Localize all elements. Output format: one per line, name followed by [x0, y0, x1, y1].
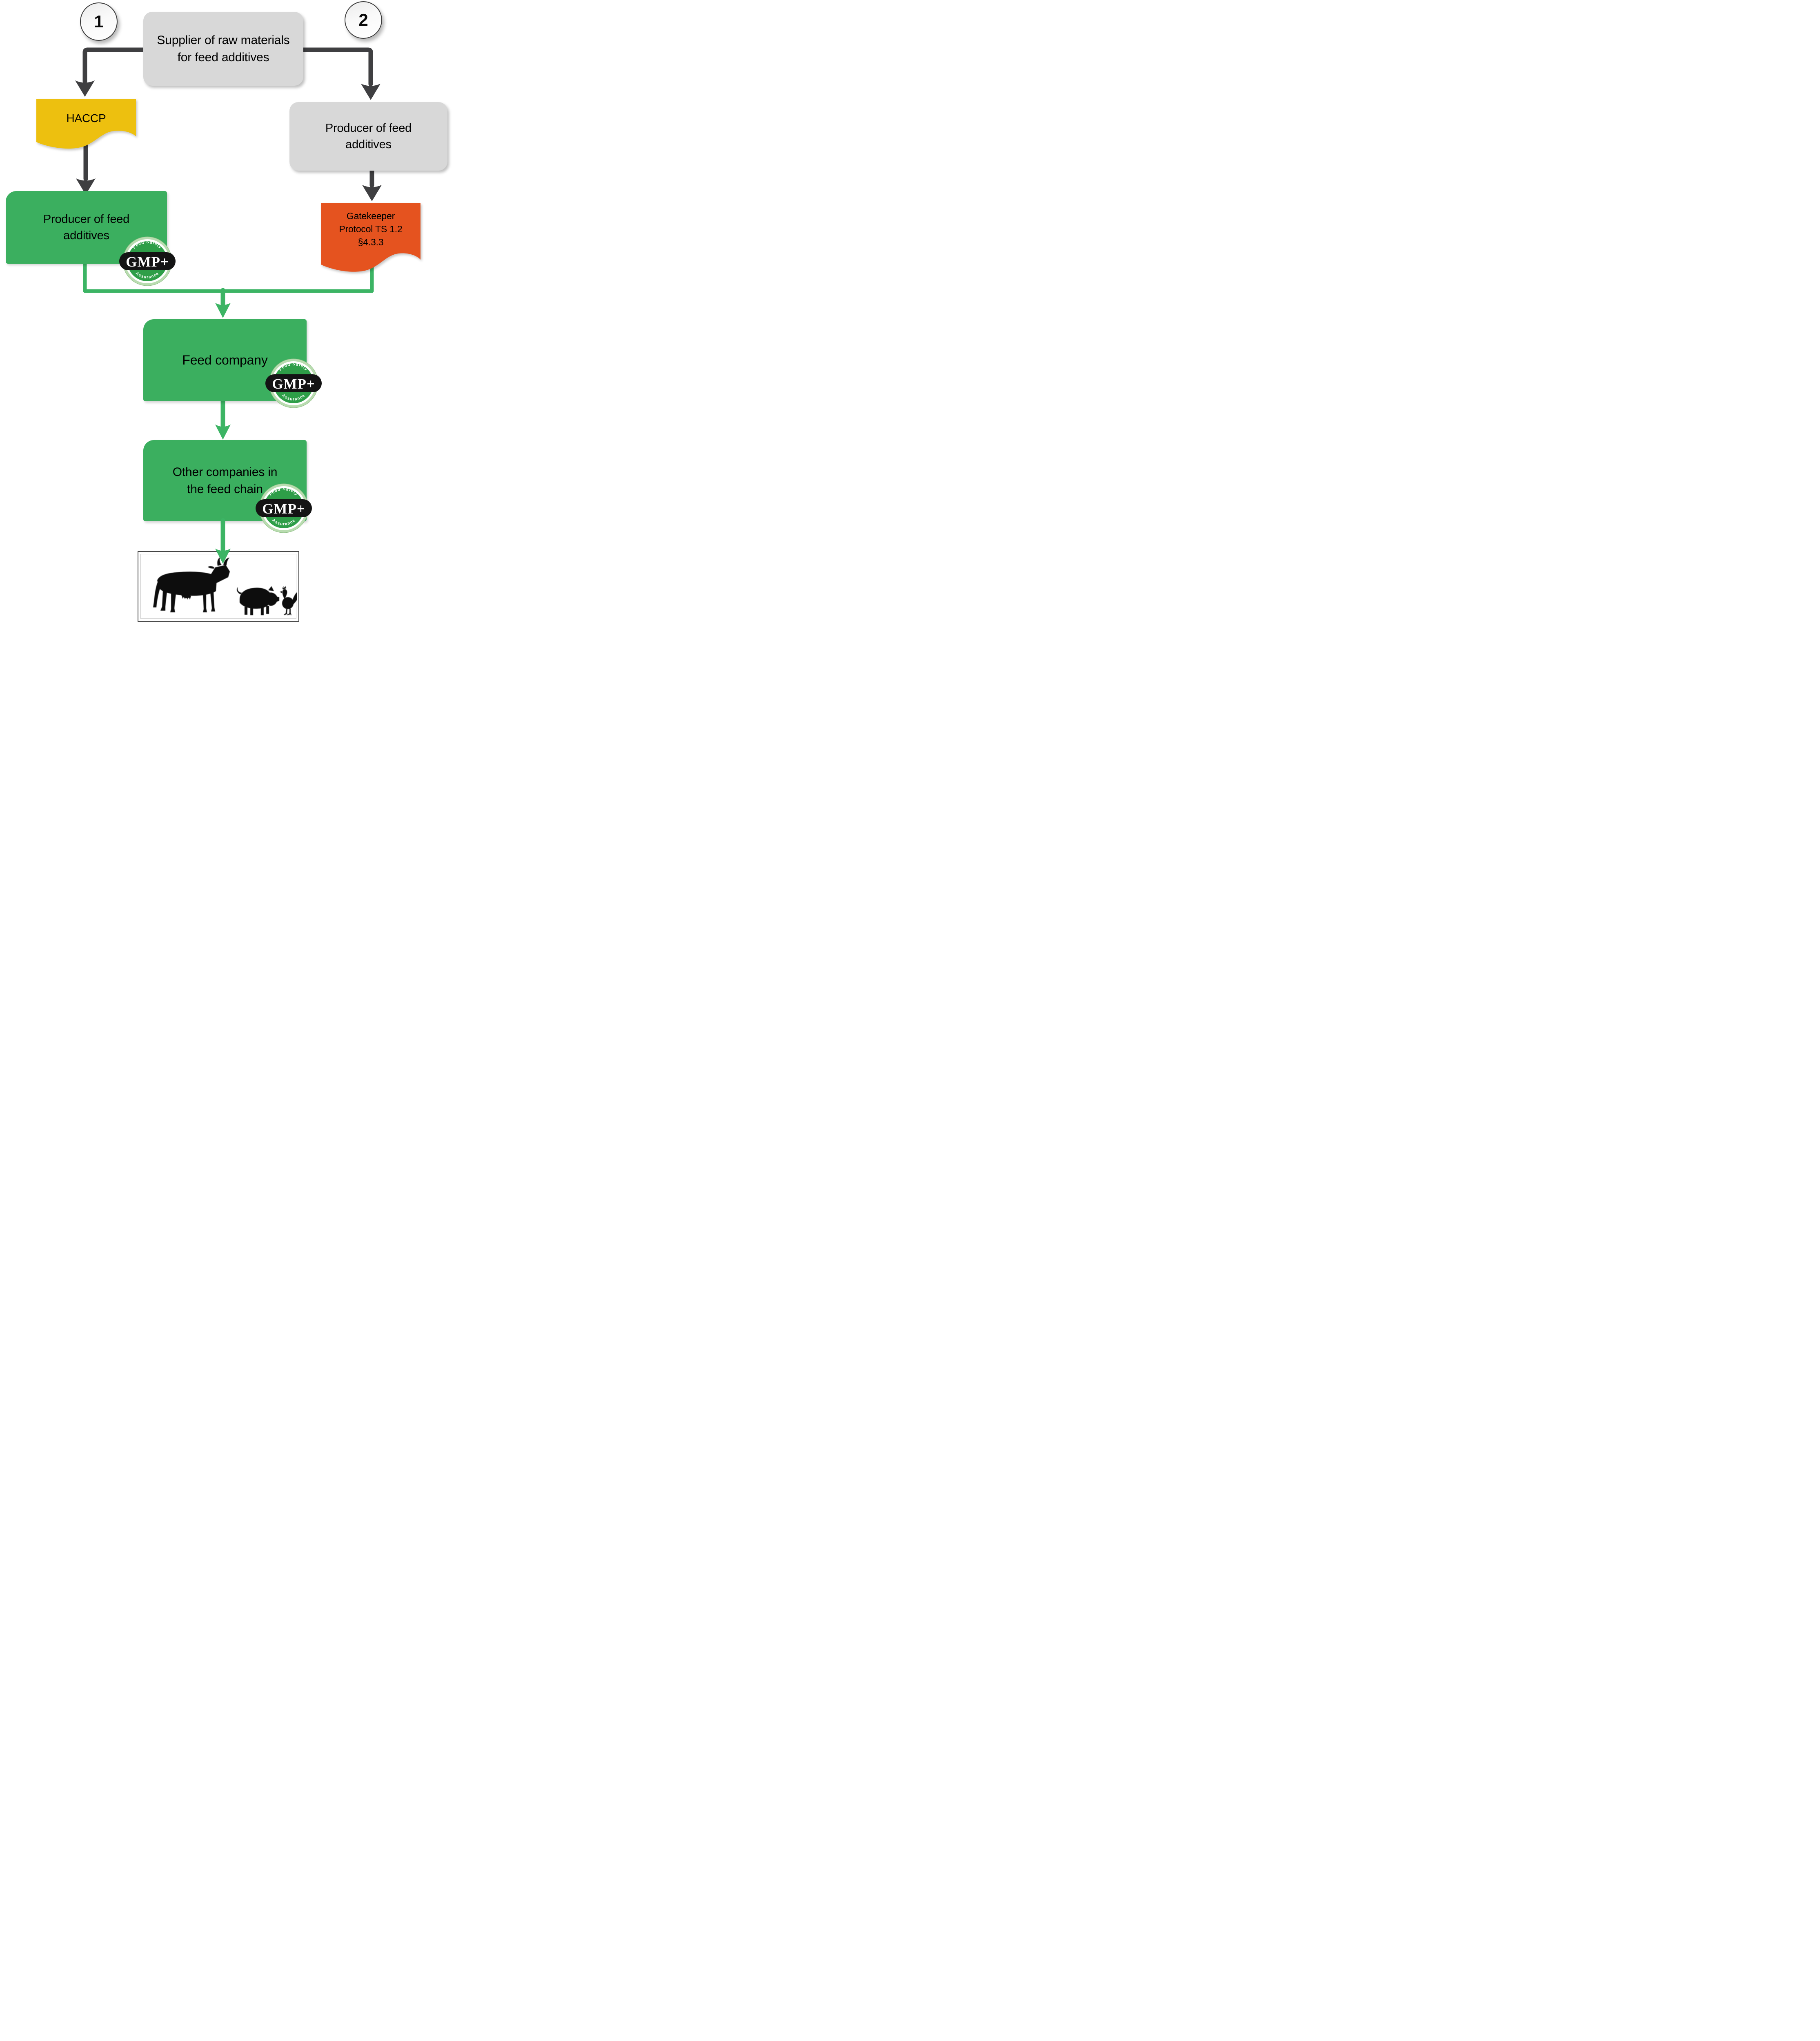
feed-company-label: Feed company [182, 353, 268, 368]
step-number-1: 1 [94, 12, 104, 31]
other-companies-label-line-1: Other companies in [172, 465, 278, 479]
connector-supplier-to-haccp [82, 47, 147, 84]
flowchart-canvas: 1 2 Supplier of raw materials for feed a… [0, 0, 455, 625]
rooster-icon [280, 586, 297, 615]
gatekeeper-document-shape [321, 203, 421, 272]
badge-gmp-label: GMP+ [272, 376, 315, 392]
gatekeeper-label: Gatekeeper Protocol TS 1.2 §4.3.3 [321, 204, 421, 254]
gatekeeper-label-line-1: Gatekeeper [346, 210, 395, 221]
haccp-label-line-1: HACCP [66, 111, 106, 125]
gatekeeper-document [321, 203, 421, 272]
badge-gmp-label: GMP+ [126, 254, 169, 270]
gatekeeper-label-line-3: §4.3.3 [358, 237, 384, 248]
supplier-label-line-2: for feed additives [177, 50, 269, 64]
producer-left-label-line-1: Producer of feed [43, 212, 130, 226]
producer-right-box: Producer of feed additives [289, 102, 447, 171]
pig-icon [237, 586, 279, 615]
arrowhead-to-haccp-icon [75, 80, 95, 97]
cow-icon [153, 557, 230, 612]
gmp-badge-feed-company: Feed Safety Assurance GMP+ [265, 358, 322, 408]
arrowhead-to-producer-right-icon [361, 84, 380, 100]
haccp-label: HACCP [36, 99, 136, 138]
arrowhead-to-feed-company-icon [215, 303, 231, 318]
gatekeeper-label-line-2: Protocol TS 1.2 [339, 223, 403, 234]
other-companies-label-line-2: the feed chain [187, 482, 263, 496]
gmp-badge-other-companies: Feed Safety Assurance GMP+ [256, 483, 312, 533]
supplier-label-line-1: Supplier of raw materials [157, 33, 290, 47]
gmp-badge-producer-left: Feed Safety Assurance GMP+ [119, 236, 176, 286]
badge-gmp-label: GMP+ [262, 501, 305, 517]
connector-supplier-to-producer-right [300, 47, 373, 87]
step-number-2: 2 [358, 10, 368, 29]
arrowhead-to-producer-left-icon [76, 178, 96, 195]
livestock-image-frame [138, 551, 299, 622]
step-circle-2: 2 [345, 1, 382, 39]
arrowhead-to-gatekeeper-icon [362, 185, 382, 201]
haccp-document-shape [36, 99, 136, 149]
connector-gatekeeper-merge [221, 256, 374, 293]
haccp-document [36, 99, 136, 149]
supplier-box: Supplier of raw materials for feed addit… [143, 12, 303, 86]
producer-right-label-line-2: additives [345, 138, 392, 151]
livestock-silhouettes [153, 557, 297, 615]
connector-producer-left-merge [83, 259, 225, 293]
producer-right-label-line-1: Producer of feed [325, 121, 412, 135]
step-circle-1: 1 [80, 2, 118, 41]
badge-stadium [119, 252, 176, 270]
arrowhead-to-other-companies-icon [215, 425, 231, 440]
badge-stadium [265, 374, 322, 392]
producer-left-label-line-2: additives [63, 229, 109, 242]
badge-stadium [256, 499, 312, 517]
connectors-layer [75, 47, 382, 440]
